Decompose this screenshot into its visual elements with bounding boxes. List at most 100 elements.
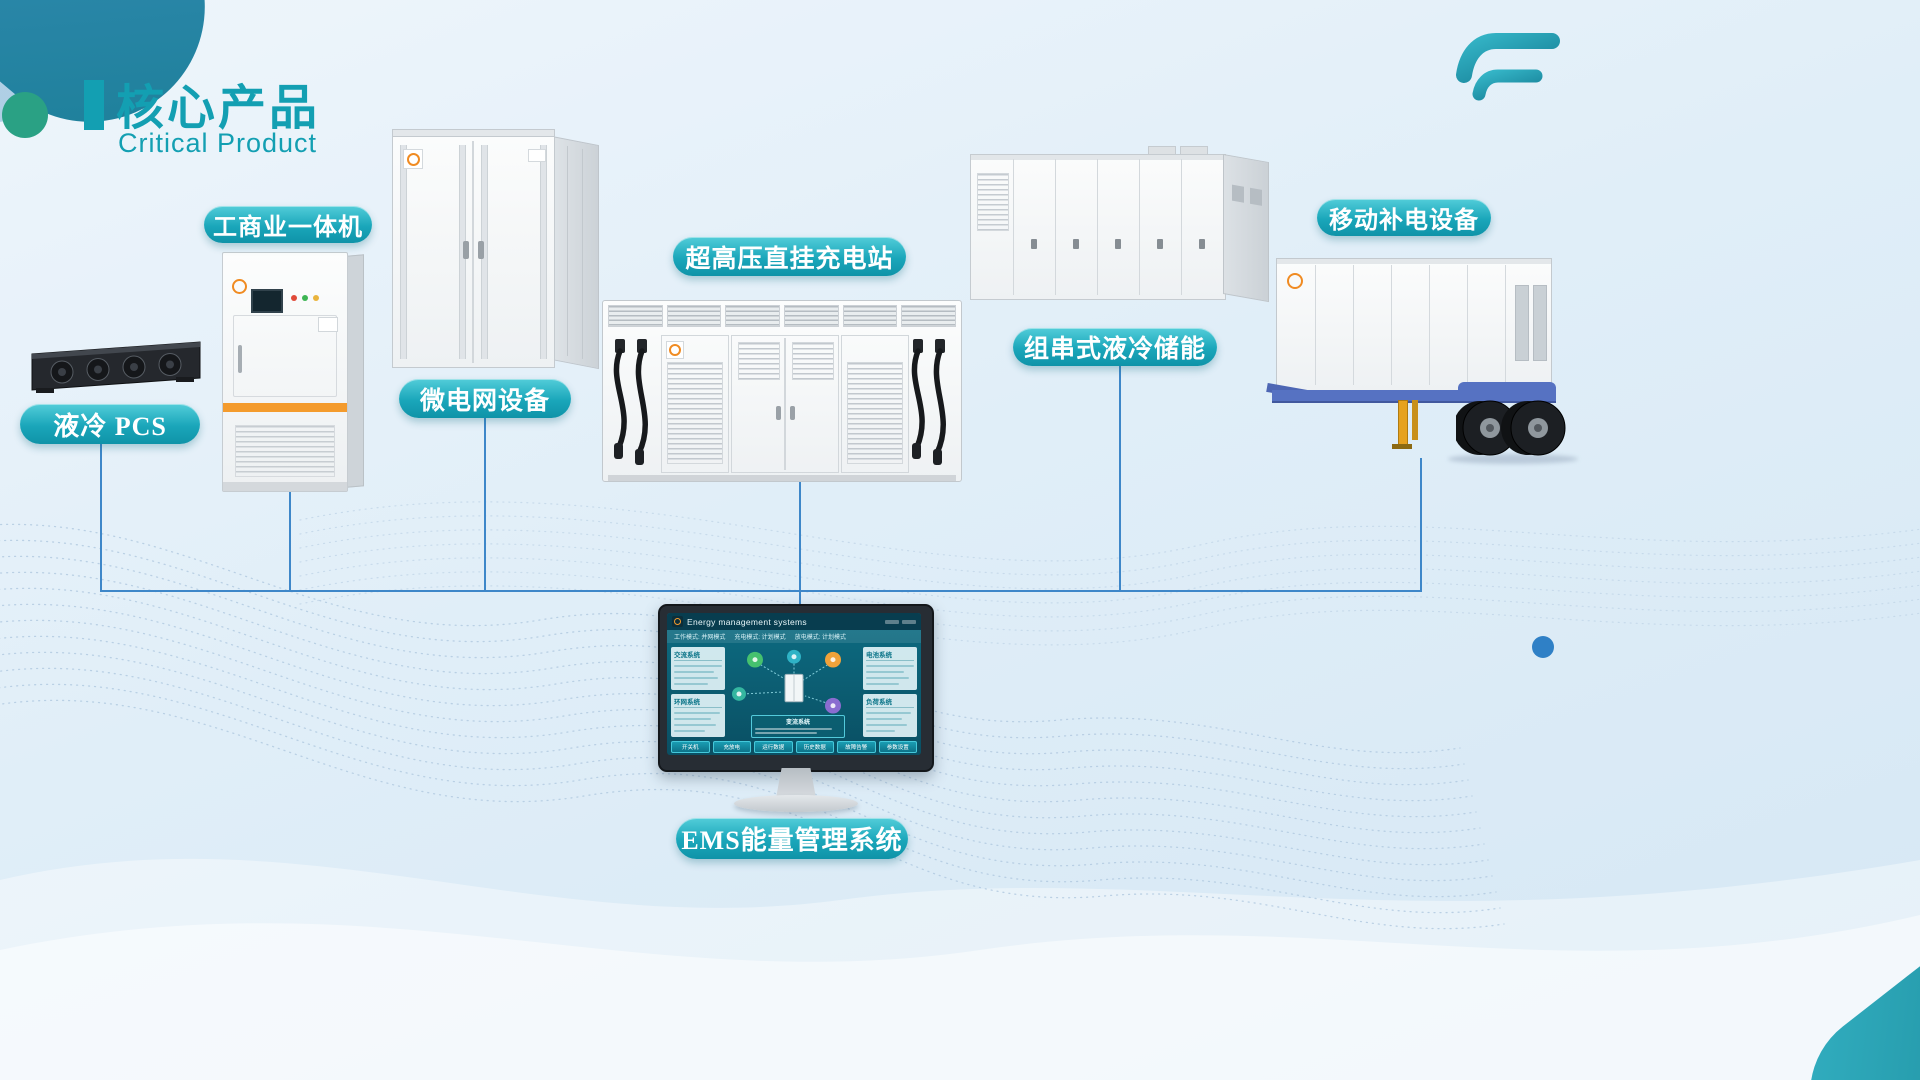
cabinet-front-face <box>222 252 348 492</box>
wheel-shadow <box>1448 454 1578 464</box>
door-hinge-strip <box>540 145 547 359</box>
ems-panel-load: 负荷系统 <box>863 694 917 737</box>
connector-line-to-ems <box>799 590 801 606</box>
ems-panel-converter: 变流系统 <box>751 715 845 738</box>
ems-logo-icon <box>672 616 683 627</box>
door-split-line <box>472 141 474 363</box>
brand-mark-icon <box>403 149 423 169</box>
landing-leg <box>1412 400 1418 440</box>
container-nameplate <box>528 149 546 162</box>
monitor-stand <box>776 768 816 798</box>
ems-panel-title: 变流系统 <box>785 720 810 726</box>
container-side-face <box>1223 154 1269 303</box>
door-handle <box>776 406 781 420</box>
ems-monitor-image: Energy management systems 工作模式: 并网模式 充电模… <box>658 604 934 820</box>
cabinet-door <box>233 315 337 397</box>
ems-status-item: 充电模式: 计划模式 <box>734 635 786 641</box>
landing-leg <box>1398 400 1408 446</box>
brand-mark-icon <box>1287 273 1303 289</box>
title-accent-bar <box>84 80 104 130</box>
station-double-door <box>731 335 839 473</box>
brand-logo-icon <box>1456 33 1560 101</box>
connector-line-string-storage <box>1119 366 1121 590</box>
door-handle <box>1157 239 1163 249</box>
ems-panel-title: 交流系统 <box>674 649 722 661</box>
container-roof-edge <box>971 155 1225 160</box>
page-title: 核心产品 <box>116 82 321 135</box>
station-door <box>841 335 909 473</box>
ems-button: 运行数据 <box>754 741 793 753</box>
cabinet-base <box>223 482 347 491</box>
container-side-face <box>552 136 599 370</box>
door-handle <box>1073 239 1079 249</box>
product-label-all-in-one: 工商业一体机 <box>204 206 372 243</box>
ems-header-widgets <box>885 619 916 624</box>
trailer-wheels-icon <box>1456 400 1566 456</box>
ems-button: 充放电 <box>712 741 751 753</box>
all-in-one-cabinet-image <box>220 246 374 496</box>
ems-body: 交流系统 环网系统 <box>667 645 921 739</box>
door-handle <box>1199 239 1205 249</box>
ems-flow-diagram: 变流系统 <box>727 645 861 739</box>
container-front-face <box>392 136 555 368</box>
page-subtitle: Critical Product <box>118 128 318 158</box>
charging-cables-icon <box>911 339 946 465</box>
door-split-line <box>784 338 786 470</box>
side-window <box>1515 285 1529 361</box>
mobile-power-image <box>1266 248 1578 476</box>
ems-panel-title: 电池系统 <box>866 649 914 661</box>
container-roof-edge <box>1277 259 1551 264</box>
product-label-pcs: 液冷 PCS <box>20 404 200 444</box>
connector-line-charging-station <box>799 480 801 590</box>
microgrid-container-image <box>392 124 604 378</box>
ems-panel-title: 负荷系统 <box>866 696 914 708</box>
landing-foot <box>1392 444 1412 449</box>
door-grille <box>847 362 903 464</box>
corner-decoration-green-circle <box>2 92 48 138</box>
station-door <box>661 335 729 473</box>
door-grille <box>792 342 834 380</box>
cabinet-handle <box>238 345 242 373</box>
product-label-ems: EMS能量管理系统 <box>676 818 908 859</box>
charging-station-image <box>602 294 964 488</box>
ems-button: 开关机 <box>671 741 710 753</box>
door-handle <box>790 406 795 420</box>
ems-button: 参数设置 <box>878 741 917 753</box>
door-grille <box>667 362 723 464</box>
ems-header-bar: Energy management systems <box>667 613 921 630</box>
connector-line-horizontal <box>100 590 1422 592</box>
monitor-base <box>734 795 858 812</box>
station-body <box>602 300 962 482</box>
ems-panel-ac: 交流系统 <box>671 647 725 690</box>
door-handle <box>1031 239 1037 249</box>
ems-status-bar: 工作模式: 并网模式 充电模式: 计划模式 放电模式: 计划模式 <box>667 630 921 643</box>
container-front-face <box>970 154 1226 300</box>
ems-button: 故障告警 <box>837 741 876 753</box>
door-handle <box>1115 239 1121 249</box>
door-handle <box>478 241 484 259</box>
product-label-mobile-power: 移动补电设备 <box>1317 199 1491 236</box>
cabinet-nameplate <box>318 317 338 332</box>
orange-stripe <box>223 403 347 412</box>
cabinet-screen <box>251 289 283 313</box>
brand-mark-icon <box>232 279 247 294</box>
ems-title: Energy management systems <box>687 616 807 627</box>
ems-screen: Energy management systems 工作模式: 并网模式 充电模… <box>667 613 921 755</box>
vent-grille <box>977 173 1009 231</box>
station-base <box>608 475 956 481</box>
side-window <box>1533 285 1547 361</box>
ems-button: 历史数据 <box>795 741 834 753</box>
connector-line-microgrid <box>484 418 486 590</box>
ems-panel-battery: 电池系统 <box>863 647 917 690</box>
indicator-lights <box>291 295 319 301</box>
product-label-microgrid: 微电网设备 <box>399 379 571 418</box>
product-label-string-storage: 组串式液冷储能 <box>1013 328 1217 366</box>
door-grille <box>738 342 780 380</box>
product-label-charging-station: 超高压直挂充电站 <box>673 237 906 276</box>
ems-status-item: 放电模式: 计划模式 <box>794 635 847 641</box>
vent-grille <box>235 425 335 477</box>
ems-panel-title: 环网系统 <box>674 696 722 708</box>
wheel-fender <box>1458 382 1556 394</box>
